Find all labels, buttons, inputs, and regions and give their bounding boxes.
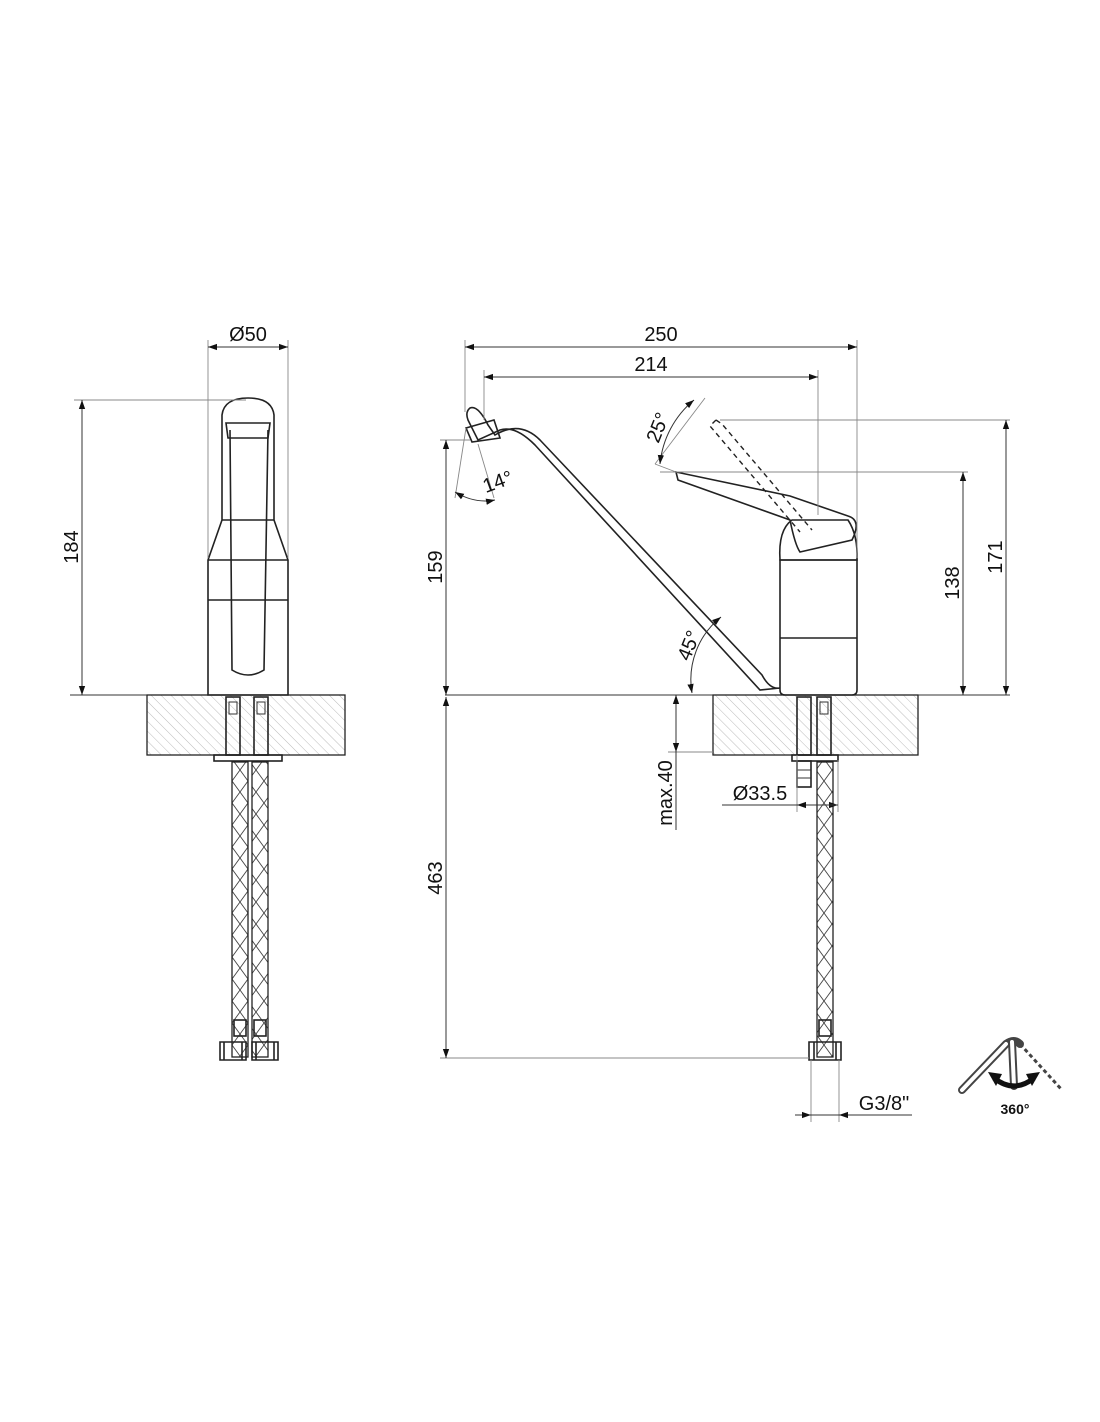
hose-front-left [231,761,249,1058]
spout [466,406,781,691]
dim-diameter-body: Ø50 [229,324,267,346]
dim-hose-length: 463 [425,861,447,894]
dim-height-total-front: 184 [61,530,83,563]
dim-thread: G3/8" [859,1093,909,1115]
faucet-body-side [779,559,858,696]
front-view: Ø50 184 [61,324,346,1061]
dim-height-spout: 159 [425,550,447,583]
dim-length-spout: 214 [634,354,667,376]
lever-raised [709,419,813,533]
nut-front-right [251,1041,279,1061]
aerator [464,419,502,443]
nut-side [808,1041,842,1061]
dim-diameter-hole: Ø33.5 [733,783,787,805]
dim-max-thickness: max.40 [655,760,677,826]
dim-angle-spout-tip: 14° [480,467,516,498]
hose-side [816,761,834,1058]
lever [674,470,857,553]
nut-front-left [219,1041,247,1061]
hose-front-right [251,761,269,1058]
countertop-section-front [146,694,346,756]
faucet-body-front [207,397,289,696]
dim-angle-lever: 25° [643,410,675,446]
dim-height-lever-raised: 171 [985,540,1007,573]
threaded-rod [796,760,812,788]
dim-height-lever: 138 [942,566,964,599]
dim-angle-spout: 45° [674,628,706,664]
countertop-section-side [712,694,919,756]
rotation-360-icon: 360° [958,1037,1064,1117]
rotation-label: 360° [1001,1101,1030,1117]
side-view: 250 214 25° 14° 159 45° 138 171 [425,324,1010,1122]
mounting-plate-front [213,754,283,762]
dim-length-total: 250 [644,324,677,346]
